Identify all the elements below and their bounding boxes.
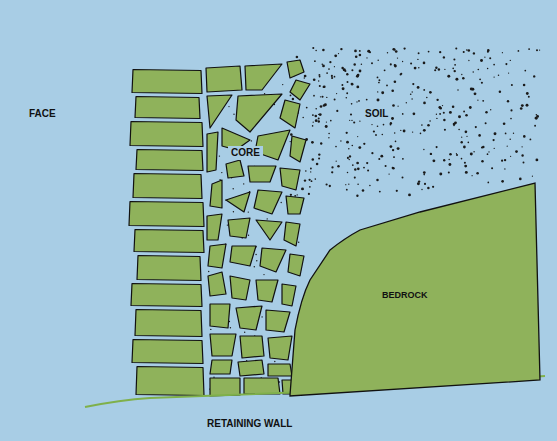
core-label: CORE — [228, 146, 263, 160]
face-label: FACE — [26, 107, 59, 121]
face-stones — [129, 70, 204, 396]
bedrock-outline — [285, 178, 547, 400]
retaining-wall-title: RETAINING WALL — [204, 417, 295, 431]
bedrock-mass: BEDROCK — [285, 178, 547, 400]
soil-label: SOIL — [362, 107, 391, 121]
bedrock-label: BEDROCK — [382, 290, 428, 300]
